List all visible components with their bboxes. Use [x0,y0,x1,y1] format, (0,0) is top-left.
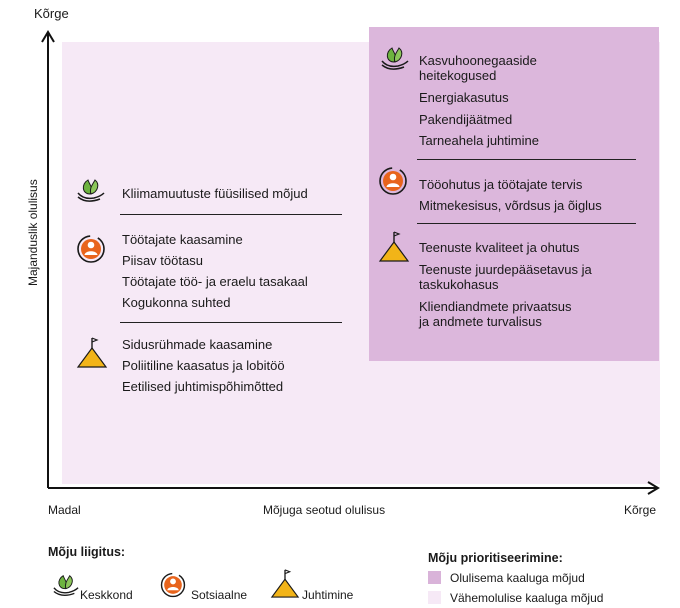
higher-priority-area [369,27,659,361]
list-item: Töötajate töö- ja eraelu tasakaal [122,274,308,289]
list-item: Mitmekesisus, võrdsus ja õiglus [419,198,602,213]
x-axis-title: Mõjuga seotud olulisus [263,503,386,517]
legend-low-swatch [428,591,441,604]
list-item: Tarneahela juhtimine [419,133,539,148]
list-item: Teenuste juurdepääsetavus ja [419,262,592,277]
list-item: ja andmete turvalisus [419,314,542,329]
list-item: Teenuste kvaliteet ja ohutus [419,240,580,255]
legend-category-title: Mõju liigitus: [48,545,126,559]
environment-icon [53,574,79,596]
list-item: Kasvuhoonegaaside [419,53,537,68]
list-item: taskukohasus [419,277,499,292]
legend-priority-title: Mõju prioritiseerimine: [428,551,563,565]
environment-icon [381,47,409,70]
x-axis-low-label: Madal [48,503,81,517]
separator [417,159,636,160]
legend-environment-label: Keskkond [80,588,133,602]
x-axis-arrow [647,481,660,495]
list-item: Eetilised juhtimispõhimõtted [122,379,284,394]
list-item: heitekogused [419,68,497,83]
list-item: Kogukonna suhted [122,295,231,310]
social-icon [77,235,105,263]
list-item: Sidusrühmade kaasamine [122,337,273,352]
y-axis-arrow [41,30,55,43]
governance-icon [378,231,410,262]
social-icon [379,167,407,195]
governance-icon [270,569,300,598]
list-item: Energiakasutus [419,90,509,105]
legend-high-label: Olulisema kaaluga mõjud [450,571,585,585]
legend-social-label: Sotsiaalne [191,588,248,602]
y-axis-high-label: Kõrge [34,6,69,21]
list-item: Töötajate kaasamine [122,232,243,247]
list-item: Kliimamuutuste füüsilised mõjud [122,186,308,201]
separator [120,214,342,215]
governance-icon [76,337,108,368]
separator [417,223,636,224]
y-axis-title: Majanduslik olulisus [26,179,40,286]
legend-low-label: Vähemolulise kaaluga mõjud [450,591,604,605]
legend-governance-label: Juhtimine [302,588,354,602]
list-item: Pakendijäätmed [419,112,513,127]
list-item: Tööohutus ja töötajate tervis [419,177,583,192]
social-icon [160,572,186,598]
list-item: Kliendiandmete privaatsus [419,299,572,314]
separator [120,322,342,323]
environment-icon [77,179,105,202]
legend-high-swatch [428,571,441,584]
list-item: Piisav töötasu [122,253,203,268]
list-item: Poliitiline kaasatus ja lobitöö [122,358,285,373]
x-axis-high-label: Kõrge [624,503,657,517]
